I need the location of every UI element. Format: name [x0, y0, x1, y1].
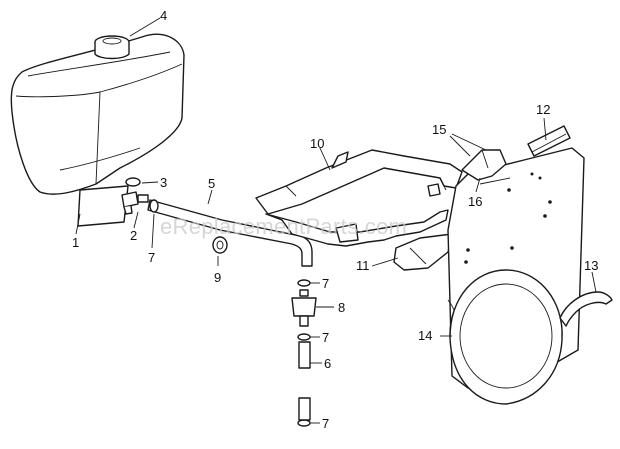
grommet: [212, 236, 228, 254]
callout-11: 11: [356, 258, 370, 273]
tank-bracket: [255, 149, 463, 247]
callout-15: 15: [432, 122, 446, 137]
callout-16: 16: [468, 194, 482, 209]
callout-1: 1: [72, 235, 79, 250]
callout-7: 7: [322, 276, 329, 291]
callout-7: 7: [322, 416, 329, 431]
callout-13: 13: [584, 258, 598, 273]
plate: [527, 125, 571, 157]
callout-3: 3: [160, 175, 167, 190]
leader-lines: [75, 17, 597, 424]
callout-8: 8: [338, 300, 345, 315]
callout-7: 7: [148, 250, 155, 265]
fuel-hose: [298, 341, 311, 421]
callout-7: 7: [322, 330, 329, 345]
hose-clamp: [297, 279, 311, 287]
callout-9: 9: [214, 270, 221, 285]
support-bracket: [393, 233, 453, 271]
callout-12: 12: [536, 102, 550, 117]
callout-5: 5: [208, 176, 215, 191]
blower-housing: [447, 147, 585, 405]
hose-clamp: [297, 333, 311, 341]
hose-clamp: [149, 199, 159, 213]
clip: [461, 149, 507, 181]
hose-clamp: [297, 419, 311, 427]
fuel-tank: [10, 33, 185, 227]
callout-14: 14: [418, 328, 432, 343]
callout-2: 2: [130, 228, 137, 243]
callout-6: 6: [324, 356, 331, 371]
callout-4: 4: [160, 8, 167, 23]
fuel-valve: [121, 177, 149, 215]
screen-arc: [559, 291, 613, 327]
watermark: eReplacementParts.com: [160, 214, 407, 239]
fuel-filter: [291, 289, 317, 327]
callout-10: 10: [310, 136, 324, 151]
